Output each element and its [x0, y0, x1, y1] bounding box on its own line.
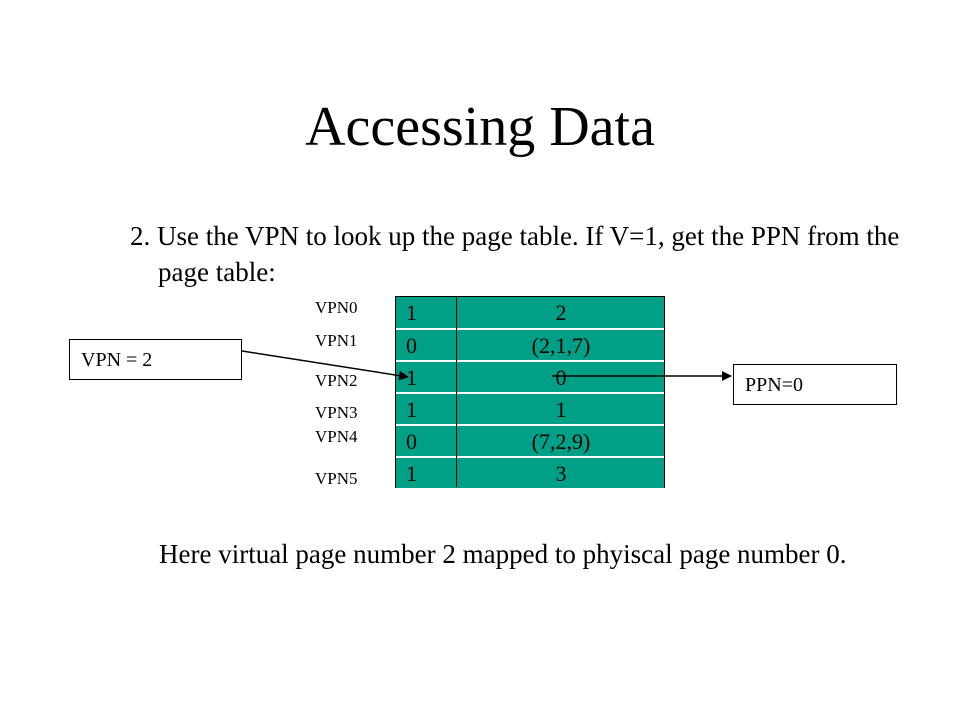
valid-bit: 1: [406, 397, 417, 422]
page-table: 1 2 0 (2,1,7) 1 0 1 1 0 (7,2,9) 1 3: [395, 296, 665, 488]
vpn-label: VPN5: [315, 469, 358, 488]
ppn-value: (2,1,7): [531, 333, 591, 358]
table-row: 1 3: [396, 456, 664, 488]
valid-bit: 0: [406, 333, 417, 358]
ppn-value: (7,2,9): [531, 429, 591, 454]
vpn-input-box: VPN = 2: [69, 339, 242, 380]
ppn-value: 2: [555, 300, 567, 325]
valid-bit: 1: [406, 365, 417, 390]
slide-title: Accessing Data: [305, 96, 655, 158]
lookup-arrow: [241, 350, 409, 381]
valid-bit: 0: [406, 429, 417, 454]
column-divider: [456, 297, 457, 487]
ppn-value: 3: [555, 461, 567, 486]
table-row: 0 (2,1,7): [396, 328, 664, 360]
valid-bit: 1: [406, 300, 417, 325]
vpn-label: VPN1: [315, 331, 358, 350]
ppn-output-box: PPN=0: [733, 364, 897, 405]
vpn-label: VPN3: [315, 403, 358, 422]
vpn-label: VPN0: [315, 298, 358, 317]
table-row: 1 2: [396, 297, 664, 329]
conclusion-text: Here virtual page number 2 mapped to phy…: [159, 539, 847, 569]
vpn-label: VPN4: [315, 427, 358, 446]
ppn-value: 1: [555, 397, 567, 422]
step-text: 2. Use the VPN to look up the page table…: [130, 221, 900, 287]
table-row: 1 1: [396, 392, 664, 424]
table-row: 0 (7,2,9): [396, 424, 664, 456]
valid-bit: 1: [406, 461, 417, 486]
vpn-label: VPN2: [315, 371, 358, 390]
ppn-value: 0: [555, 365, 567, 390]
